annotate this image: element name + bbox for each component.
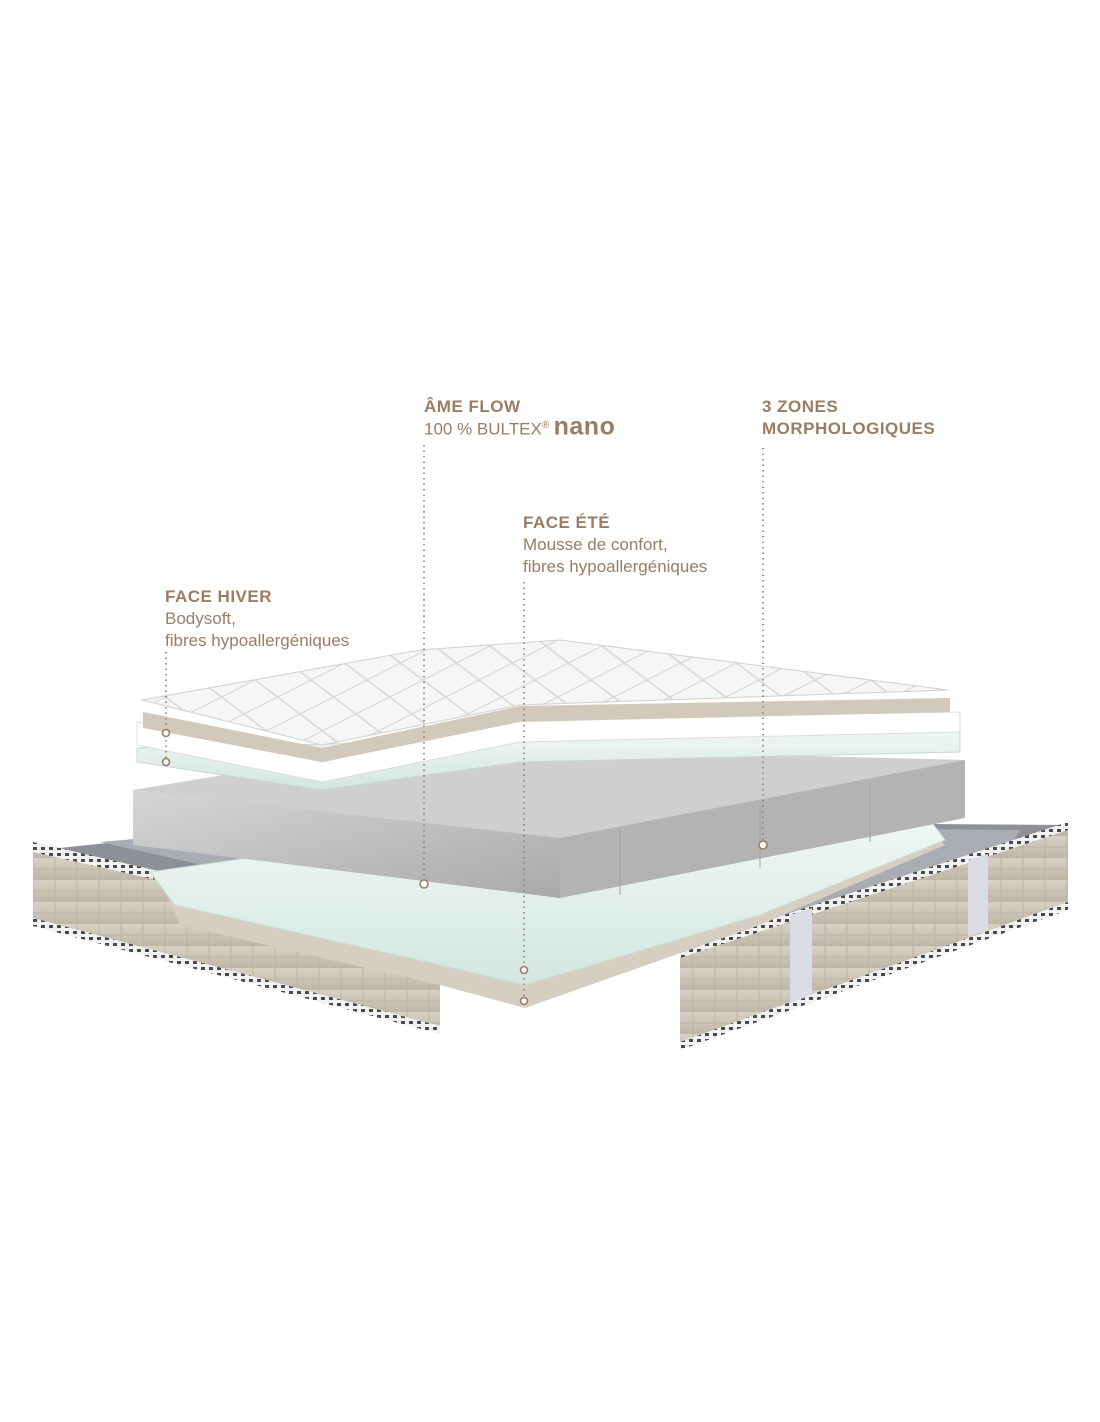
- callout-face-hiver-title: FACE HIVER: [165, 587, 273, 606]
- marker-face-ete-2: [519, 996, 529, 1006]
- face-hiver-layer: [136, 639, 961, 791]
- callout-zones: 3 ZONES MORPHOLOGIQUES: [762, 396, 935, 440]
- callout-face-hiver-line1: Bodysoft,: [165, 609, 236, 628]
- marker-face-ete-1: [519, 965, 529, 975]
- callout-face-ete-line1: Mousse de confort,: [523, 535, 668, 554]
- callout-face-hiver: FACE HIVER Bodysoft, fibres hypoallergén…: [165, 586, 349, 652]
- marker-zones: [758, 840, 768, 850]
- marker-ame-flow: [419, 879, 429, 889]
- callout-ame-flow-subtitle: 100 % BULTEX® nano: [424, 412, 616, 441]
- leader-lines: [165, 445, 764, 1000]
- registered-mark: ®: [541, 420, 550, 431]
- marker-face-hiver-1: [161, 728, 171, 738]
- callout-face-hiver-line2: fibres hypoallergéniques: [165, 631, 350, 650]
- callout-ame-flow: ÂME FLOW 100 % BULTEX® nano: [424, 396, 615, 441]
- bultex-brand-text: 100 % BULTEX: [424, 419, 542, 439]
- callout-zones-line1: 3 ZONES: [762, 397, 839, 416]
- callout-face-ete: FACE ÉTÉ Mousse de confort, fibres hypoa…: [523, 512, 707, 578]
- callout-face-ete-title: FACE ÉTÉ: [523, 513, 611, 532]
- callout-zones-line2: MORPHOLOGIQUES: [762, 419, 936, 438]
- callout-ame-flow-title: ÂME FLOW: [424, 397, 521, 416]
- marker-face-hiver-2: [161, 757, 171, 767]
- nano-brand-text: nano: [553, 412, 616, 441]
- callout-face-ete-line2: fibres hypoallergéniques: [523, 557, 708, 576]
